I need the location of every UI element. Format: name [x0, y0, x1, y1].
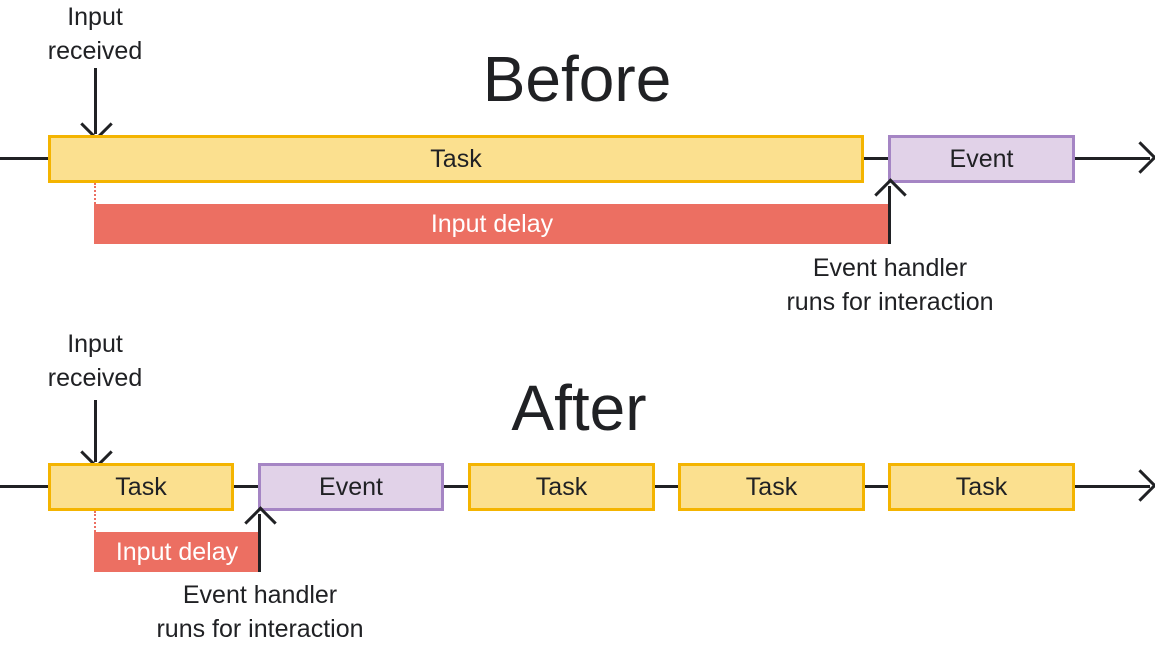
- before-input-received-label: Input received: [47, 3, 143, 65]
- before-input-arrow-shaft: [94, 68, 97, 134]
- after-input-received-label: Input received: [47, 330, 143, 392]
- after-input-delay-bar: Input delay: [94, 532, 260, 572]
- after-task-box: Task: [888, 463, 1075, 511]
- before-input-delay-bar: Input delay: [94, 204, 890, 244]
- after-task-box: Task: [48, 463, 234, 511]
- before-handler-arrow-shaft: [888, 186, 891, 244]
- after-event-handler-label: Event handler runs for interaction: [156, 581, 364, 643]
- before-event-box: Event: [888, 135, 1075, 183]
- after-task-box: Task: [678, 463, 865, 511]
- after-heading: After: [511, 372, 647, 444]
- before-event-handler-label: Event handler runs for interaction: [786, 254, 994, 316]
- after-axis-arrowhead: [1124, 469, 1155, 502]
- before-heading: Before: [482, 43, 672, 115]
- before-task-box: Task: [48, 135, 864, 183]
- before-dotted-marker: [94, 183, 96, 204]
- after-input-arrow-shaft: [94, 400, 97, 462]
- after-dotted-marker: [94, 511, 96, 532]
- after-task-box: Task: [468, 463, 655, 511]
- after-handler-arrow-shaft: [258, 514, 261, 572]
- after-event-box: Event: [258, 463, 444, 511]
